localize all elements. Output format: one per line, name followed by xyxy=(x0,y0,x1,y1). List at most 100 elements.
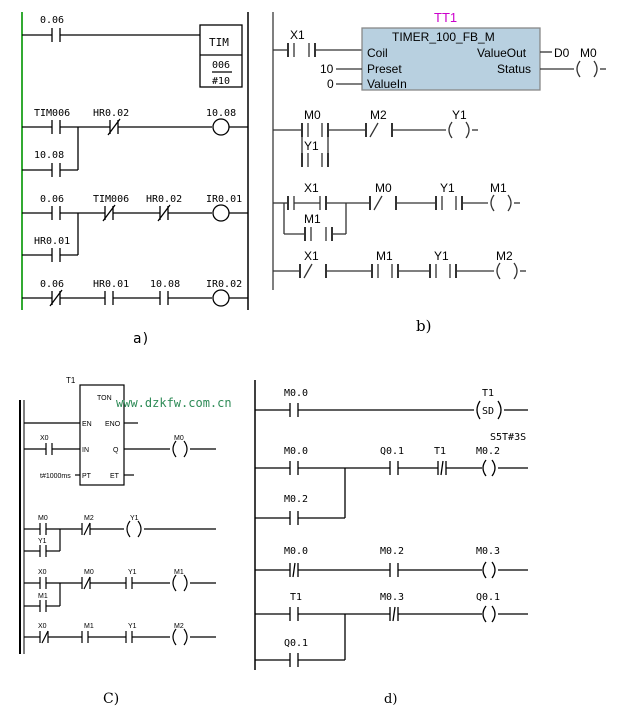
contact-label: M1 xyxy=(84,623,94,630)
function-block-name: TT1 xyxy=(434,10,457,25)
contact-label: M0.2 xyxy=(380,546,404,557)
timer-box-title: TIM xyxy=(209,36,229,49)
panel-c-labels: T1 TON EN ENO IN Q PT ET t#1000ms X0 M0 … xyxy=(38,376,184,707)
panel-c-rung-1 xyxy=(24,384,216,486)
contact-label: M0 xyxy=(38,515,48,522)
fb-pin-preset: Preset xyxy=(367,62,402,76)
coil-label: Q0.1 xyxy=(476,592,500,603)
contact-label: M0.3 xyxy=(380,592,404,603)
coil-m1-c xyxy=(172,574,177,592)
panel-d xyxy=(254,380,528,670)
coil-label: M0.3 xyxy=(476,546,500,557)
contact-label: 0.06 xyxy=(40,15,64,26)
contact-label: M0 xyxy=(304,108,321,122)
panel-a-caption: a) xyxy=(133,331,150,347)
panel-b-caption: b) xyxy=(416,317,431,335)
contact-label: HR0.01 xyxy=(34,236,70,247)
contact-label: M0.0 xyxy=(284,388,308,399)
coil-m0-b xyxy=(576,60,581,78)
coil-label: M0.2 xyxy=(476,446,500,457)
coil-label: M0 xyxy=(174,435,184,442)
coil-label: M1 xyxy=(174,569,184,576)
fb-pin-coil: Coil xyxy=(367,46,388,60)
ton-block-type: TON xyxy=(97,395,112,402)
panel-b-rung-3 xyxy=(273,194,520,241)
contact-label: TIM006 xyxy=(93,194,129,205)
panel-d-rung-4 xyxy=(255,605,528,667)
coil-m2-c xyxy=(172,628,177,646)
preset-value: 10 xyxy=(320,62,334,76)
panel-a-rung-2 xyxy=(22,118,248,177)
contact-label: X0 xyxy=(38,569,47,576)
panel-c xyxy=(19,384,216,654)
ton-pin-pt: PT xyxy=(82,473,92,480)
contact-label: X1 xyxy=(304,249,319,263)
coil-m0-c xyxy=(172,440,177,458)
panel-b-rung-4 xyxy=(273,262,526,280)
coil-label: IR0.01 xyxy=(206,194,242,205)
panel-b-rung-1 xyxy=(273,27,606,91)
fb-pin-status: Status xyxy=(497,62,531,76)
timer-box-tim xyxy=(199,24,243,88)
ton-pin-et: ET xyxy=(110,473,120,480)
contact-label: Q0.1 xyxy=(380,446,404,457)
ton-pin-q: Q xyxy=(113,447,119,454)
coil-y1-b xyxy=(448,121,453,139)
contact-label: M0.2 xyxy=(284,494,308,505)
ton-block-name: T1 xyxy=(66,376,76,385)
valuein-value: 0 xyxy=(327,77,334,91)
watermark-text: www.dzkfw.com.cn xyxy=(116,396,232,410)
contact-label: T1 xyxy=(290,592,302,603)
coil-m2-b xyxy=(496,262,501,280)
panel-a-rung-4 xyxy=(22,289,248,307)
valueout-target: D0 xyxy=(554,46,570,60)
contact-label: Y1 xyxy=(38,538,47,545)
contact-label: M2 xyxy=(370,108,387,122)
timer-value: S5T#3S xyxy=(490,432,526,443)
pt-value: t#1000ms xyxy=(40,473,71,480)
coil-function: SD xyxy=(482,406,494,417)
coil-y1-c xyxy=(126,520,131,538)
contact-label: M1 xyxy=(38,593,48,600)
coil-label: Y1 xyxy=(452,108,467,122)
panel-a xyxy=(21,12,249,310)
panel-a-rung-3 xyxy=(22,204,248,262)
panel-d-labels: M0.0 T1 SD S5T#3S M0.0 Q0.1 T1 M0.2 M0.2… xyxy=(284,388,526,707)
fb-pin-valuein: ValueIn xyxy=(367,77,407,91)
function-block-timer xyxy=(361,27,541,91)
contact-label: 10.08 xyxy=(150,279,180,290)
panel-c-rung-2 xyxy=(24,520,216,557)
coil-m0-2 xyxy=(482,459,487,477)
coil-ir0-01 xyxy=(212,204,230,222)
contact-label: HR0.02 xyxy=(146,194,182,205)
panel-d-rung-3 xyxy=(255,561,528,579)
fb-pin-valueout: ValueOut xyxy=(477,46,527,60)
function-block-type: TIMER_100_FB_M xyxy=(392,30,495,44)
ton-pin-eno: ENO xyxy=(105,421,121,428)
contact-label: Y1 xyxy=(128,623,137,630)
timer-box-num: 006 xyxy=(212,60,230,71)
coil-q0-1 xyxy=(482,605,487,623)
ton-pin-en: EN xyxy=(82,421,92,428)
contact-label: Y1 xyxy=(304,139,319,153)
coil-label: M2 xyxy=(496,249,513,263)
contact-label: TIM006 xyxy=(34,108,70,119)
coil-label: IR0.02 xyxy=(206,279,242,290)
contact-label: X0 xyxy=(38,623,47,630)
panel-a-labels: 0.06 TIM 006 #10 TIM006 HR0.02 10.08 10.… xyxy=(34,15,242,347)
contact-label: X0 xyxy=(40,435,49,442)
coil-m0-3 xyxy=(482,561,487,579)
contact-label: M0.0 xyxy=(284,446,308,457)
panel-d-caption: d) xyxy=(384,692,397,707)
contact-label: 0.06 xyxy=(40,279,64,290)
coil-t1-sd xyxy=(476,400,481,420)
contact-label: M1 xyxy=(376,249,393,263)
panel-c-rung-3 xyxy=(24,574,216,612)
contact-label: M1 xyxy=(304,212,321,226)
panel-b-rung-2 xyxy=(273,121,478,167)
contact-label: X1 xyxy=(304,181,319,195)
panel-c-rung-4 xyxy=(24,628,216,646)
ton-pin-in: IN xyxy=(82,447,89,454)
panel-a-rung-1 xyxy=(22,24,243,88)
